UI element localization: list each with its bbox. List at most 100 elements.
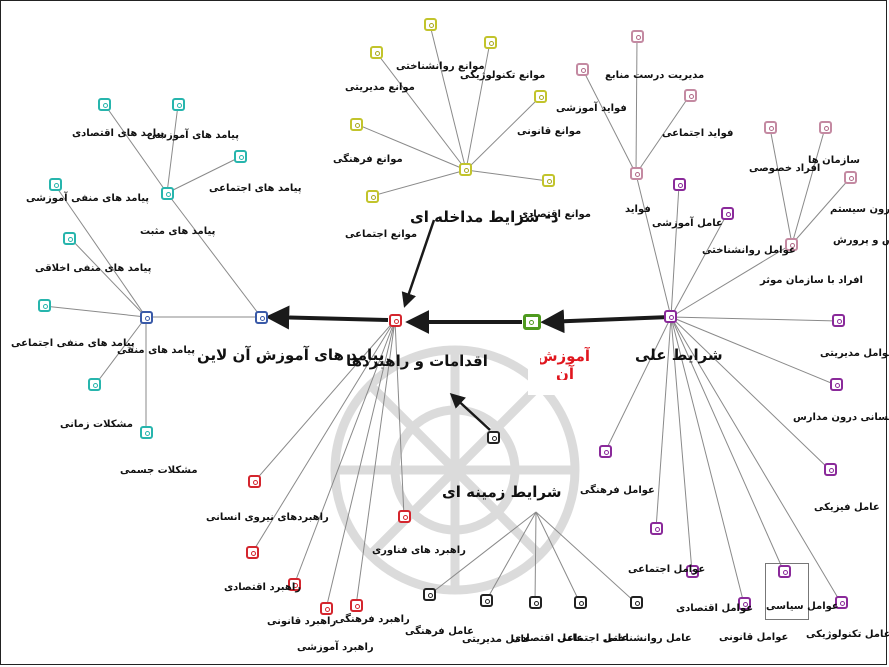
economic-barrier-label: موانع اقتصادی — [519, 209, 591, 220]
cultural-context-node[interactable] — [423, 588, 436, 601]
organizations-node[interactable] — [819, 121, 832, 134]
economic-factor-node[interactable] — [686, 565, 699, 578]
physical-factor-node[interactable] — [824, 463, 837, 476]
outcomes-hub-label: پیامد های آموزش آن لاین — [197, 346, 385, 364]
intervening-node[interactable] — [459, 163, 472, 176]
social-context-label: عامل اجتماعی — [557, 633, 629, 644]
cultural-factor-label: عوامل فرهنگی — [580, 485, 655, 496]
positive-outcomes-node[interactable] — [161, 187, 174, 200]
causal-node[interactable] — [664, 310, 677, 323]
economic-context-node[interactable] — [529, 596, 542, 609]
human-factor-label: عامل انسانی درون مدارس — [793, 412, 889, 423]
legal-barrier-node[interactable] — [534, 90, 547, 103]
actions-hub-label: اقدامات و راهبردها — [346, 352, 488, 370]
physical-problems-node[interactable] — [140, 426, 153, 439]
economic-strategy-label: راهبرد اقتصادی — [224, 582, 301, 593]
core-hub-label: آموزش آن — [540, 347, 590, 380]
social-outcomes-label: پیامد های اجتماعی — [209, 183, 302, 194]
inside-people-label: افراد درون سیستم — [830, 204, 889, 215]
highlight-box — [765, 563, 809, 620]
private-people-node[interactable] — [764, 121, 777, 134]
social-outcomes-node[interactable] — [234, 150, 247, 163]
neg-educational-label: پیامد های منفی آموزشی — [26, 193, 150, 204]
political-factor-node[interactable] — [778, 565, 791, 578]
neg-social-label: پیامد های منفی اجتماعی — [11, 338, 135, 349]
legal-barrier-label: موانع قانونی — [517, 126, 582, 137]
tech-strategy-node[interactable] — [398, 510, 411, 523]
managerial-context-label: عامل مدیریتی — [462, 634, 532, 645]
edu-factor-node[interactable] — [673, 178, 686, 191]
social-benefit-label: فواید اجتماعی — [662, 128, 734, 139]
economic-outcomes-node[interactable] — [98, 98, 111, 111]
educational-strategy-label: راهبرد آموزشی — [297, 642, 374, 653]
time-problems-label: مشکلات زمانی — [60, 419, 133, 430]
managerial-factor-label: عوامل مدیریتی — [820, 348, 889, 359]
watermark-rosette — [330, 345, 580, 595]
time-problems-node[interactable] — [88, 378, 101, 391]
legal-factor-node[interactable] — [738, 597, 751, 610]
core-label-mask — [528, 345, 598, 395]
psych-factor-node[interactable] — [721, 207, 734, 220]
negative-outcomes-label: پیامد های منفی — [117, 345, 195, 356]
cultural-barrier-node[interactable] — [350, 118, 363, 131]
benefits-node[interactable] — [630, 167, 643, 180]
causal-hub-label: شرایط علی — [635, 346, 723, 364]
tech-factor-label: عامل تکنولوژیکی — [806, 629, 889, 640]
inside-people-node[interactable] — [844, 171, 857, 184]
hr-strategy-node[interactable] — [248, 475, 261, 488]
physical-factor-label: عامل فیزیکی — [814, 502, 880, 513]
tech-strategy-label: راهبرد های فناوری — [372, 545, 466, 556]
neg-social-node[interactable] — [38, 299, 51, 312]
economic-outcomes-label: پیامد های اقتصادی — [72, 128, 165, 139]
psych-barrier-node[interactable] — [424, 18, 437, 31]
managerial-factor-node[interactable] — [832, 314, 845, 327]
context-node[interactable] — [487, 431, 500, 444]
economic-context-label: عامل اقتصادی — [512, 633, 584, 644]
tech-barrier-node[interactable] — [484, 36, 497, 49]
social-barrier-node[interactable] — [366, 190, 379, 203]
legal-strategy-node[interactable] — [320, 602, 333, 615]
influential-people-node[interactable] — [785, 238, 798, 251]
edu-benefit-node[interactable] — [576, 63, 589, 76]
neg-ethical-node[interactable] — [63, 232, 76, 245]
mgmt-benefit-label: مدیریت درست منابع — [605, 70, 705, 81]
edu-benefit-label: فواید آموزشی — [556, 103, 627, 114]
physical-problems-label: مشکلات جسمی — [120, 465, 198, 476]
negative-outcomes-node[interactable] — [140, 311, 153, 324]
neg-educational-node[interactable] — [49, 178, 62, 191]
edu-factor-label: عامل آموزشی — [652, 218, 723, 229]
tech-factor-node[interactable] — [835, 596, 848, 609]
strategies-node[interactable] — [389, 314, 402, 327]
human-factor-node[interactable] — [830, 378, 843, 391]
outcomes-node[interactable] — [255, 311, 268, 324]
influential-people-label: افراد با سازمان موثر — [760, 275, 863, 286]
educational-strategy-node[interactable] — [350, 599, 363, 612]
mgmt-benefit-node[interactable] — [631, 30, 644, 43]
social-barrier-label: موانع اجتماعی — [345, 229, 418, 240]
psych-barrier-label: موانع روانشناختی — [396, 61, 485, 72]
psych-context-node[interactable] — [630, 596, 643, 609]
social-benefit-node[interactable] — [684, 89, 697, 102]
psych-context-label: عامل روانشناختی — [604, 633, 692, 644]
tech-barrier-label: موانع تکنولوژیکی — [460, 70, 546, 81]
education-label: آموزش و پرورش — [833, 235, 889, 246]
cultural-strategy-node[interactable] — [288, 578, 301, 591]
social-factor-node[interactable] — [650, 522, 663, 535]
economic-barrier-node[interactable] — [542, 174, 555, 187]
organizations-label: سازمان ها — [808, 155, 860, 166]
cultural-factor-node[interactable] — [599, 445, 612, 458]
economic-strategy-node[interactable] — [246, 546, 259, 559]
intervening-hub-label: د- شرایط مداخله ای — [410, 208, 559, 226]
hr-strategy-label: راهبردهای نیروی انسانی — [206, 512, 329, 523]
educational-outcomes-node[interactable] — [172, 98, 185, 111]
psych-factor-label: عوامل روانشناختی — [702, 245, 796, 256]
educational-outcomes-label: پیامد های آموزشی — [147, 130, 239, 141]
cultural-barrier-label: موانع فرهنگی — [333, 154, 403, 165]
managerial-barrier-node[interactable] — [370, 46, 383, 59]
core-node[interactable] — [523, 314, 541, 330]
managerial-context-node[interactable] — [480, 594, 493, 607]
positive-outcomes-label: پیامد های مثبت — [140, 226, 216, 237]
social-context-node[interactable] — [574, 596, 587, 609]
neg-ethical-label: پیامد های منفی اخلاقی — [35, 263, 152, 274]
legal-strategy-label: راهبرد قانونی — [267, 616, 337, 627]
